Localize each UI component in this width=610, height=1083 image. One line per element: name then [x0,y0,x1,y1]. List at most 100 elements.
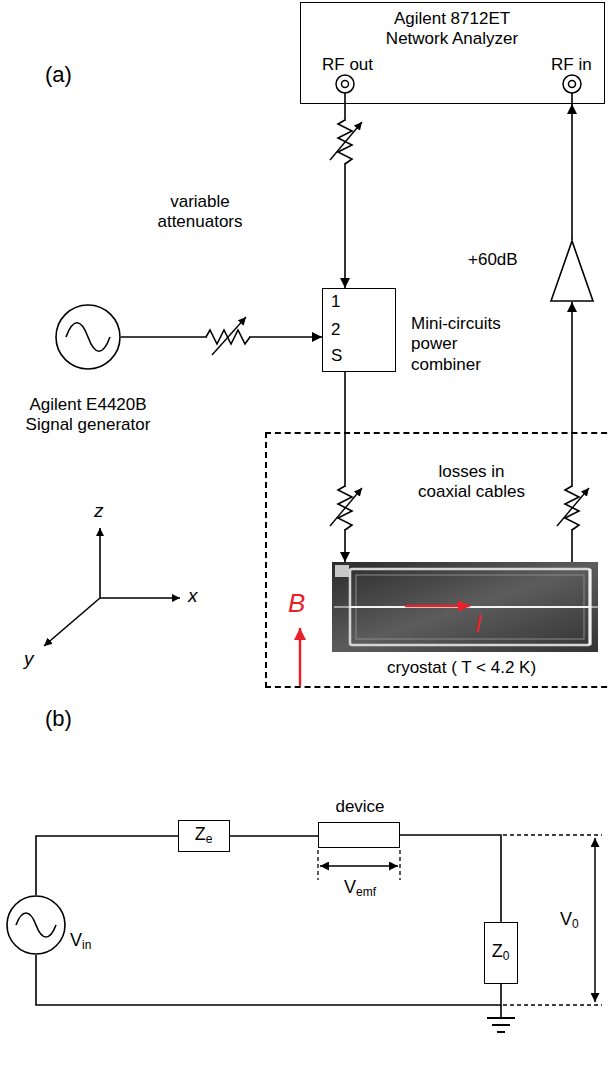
axis-label: z [94,500,104,523]
text-slot: variable attenuators [145,192,255,233]
text-slot: (b) [45,706,72,732]
dashed-marker [399,850,400,880]
text-slot: Z0 [485,940,516,965]
sem-pad [335,565,349,577]
port-number: S [331,346,342,366]
axis-arrow [100,597,180,599]
text-slot: RF out [322,55,373,75]
port-number: 1 [331,292,340,312]
connector-stub [571,93,573,104]
bnc-connector [342,81,349,88]
circuit-wire [230,835,318,837]
text-slot: device [309,797,411,817]
panel-label: (a) [45,62,72,88]
text-slot: V0 [560,908,579,933]
circuit-wire [36,955,501,1005]
axis-arrow [99,528,101,598]
text-slot: 2 [331,320,340,340]
component-label: variable attenuators [145,192,255,233]
text-slot: Mini-circuits power combiner [411,314,519,375]
component-name: device [335,797,384,817]
component-name: Mini-circuits power combiner [411,314,519,375]
axis-arrow [44,598,100,646]
instrument-name: Agilent E4420B Signal generator [18,395,158,436]
device-image: I [332,562,598,652]
axis-label: y [24,648,34,671]
impedance-box: Z0 [484,922,518,984]
amplifier-outline [550,240,594,302]
text-slot: losses in coaxial cables [414,462,529,503]
sem-edge [589,569,592,645]
text-slot: Ze [179,823,228,848]
connector-stub [344,93,346,104]
voltage-source: Vin [6,895,66,955]
ground-symbol [492,1024,510,1026]
field-symbol: B [288,588,305,619]
ground-symbol [500,1005,502,1018]
text-slot: B [288,588,305,619]
circuit-wire [400,835,501,922]
impedance-box: Ze [178,820,230,852]
instrument-name: Agilent 8712ET Network Analyzer [362,9,542,50]
text-slot: S [331,346,342,366]
attenuator-arrow [330,122,362,160]
text-slot: RF in [551,55,592,75]
combiner-box: 12SMini-circuits power combiner [322,288,396,372]
signal-cable [344,372,346,562]
bnc-connector [569,81,576,88]
ground-symbol [497,1031,505,1033]
gain-label: +60dB [468,250,518,270]
attenuator-arrow [557,488,589,526]
region-name: cryostat ( T < 4.2 K) [387,658,536,678]
sine-symbol [16,913,56,937]
circuit-wire [36,836,178,895]
ground-symbol [487,1017,515,1019]
amplifier-triangle: +60dB [550,240,594,302]
port-number: 2 [331,320,340,340]
voltage-arrow [320,865,398,867]
bnc-connector [563,75,581,93]
text-slot: z [94,500,104,523]
source-outline [55,304,121,370]
dashed-marker [503,834,602,835]
device-box: device [318,822,400,848]
text-slot: Agilent 8712ET Network Analyzer [362,9,542,50]
text-slot: Vin [70,929,91,954]
field-arrow [299,628,302,686]
voltage-symbol: Vin [70,929,91,954]
text-slot: cryostat ( T < 4.2 K) [387,658,536,678]
impedance-symbol: Ze [195,823,213,848]
voltage-symbol: V0 [560,908,579,933]
sem-image [332,562,598,652]
current-arrow [405,605,470,608]
axis-label: x [188,585,198,608]
text-slot: (a) [45,62,72,88]
voltage-symbol: Vemf [344,876,376,901]
current-symbol: I [475,610,482,639]
region-note: losses in coaxial cables [414,462,529,503]
text-slot: +60dB [468,250,518,270]
text-slot: Agilent E4420B Signal generator [18,395,158,436]
signal-source: Agilent E4420B Signal generator [55,304,121,370]
voltage-arrow [594,838,596,1002]
panel-label: (b) [45,706,72,732]
impedance-symbol: Z0 [492,940,510,965]
instrument-box: Agilent 8712ET Network Analyzer RF out RF … [300,2,605,104]
text-slot: Vemf [334,876,386,901]
text-slot: x [188,585,198,608]
sem-wire [334,607,598,608]
dashed-marker [317,850,318,880]
amplifier-outline [551,241,593,301]
text-slot: I [475,610,482,639]
sine-symbol [66,323,110,352]
text-slot: 1 [331,292,340,312]
dashed-marker [503,1004,602,1005]
text-slot: y [24,648,34,671]
source-outline [7,896,65,954]
cryostat-region: losses in coaxial cables cryostat ( T < 4… [265,432,610,688]
source-outline [56,305,120,369]
port-label: RF in [551,55,592,75]
source-outline [6,895,66,955]
